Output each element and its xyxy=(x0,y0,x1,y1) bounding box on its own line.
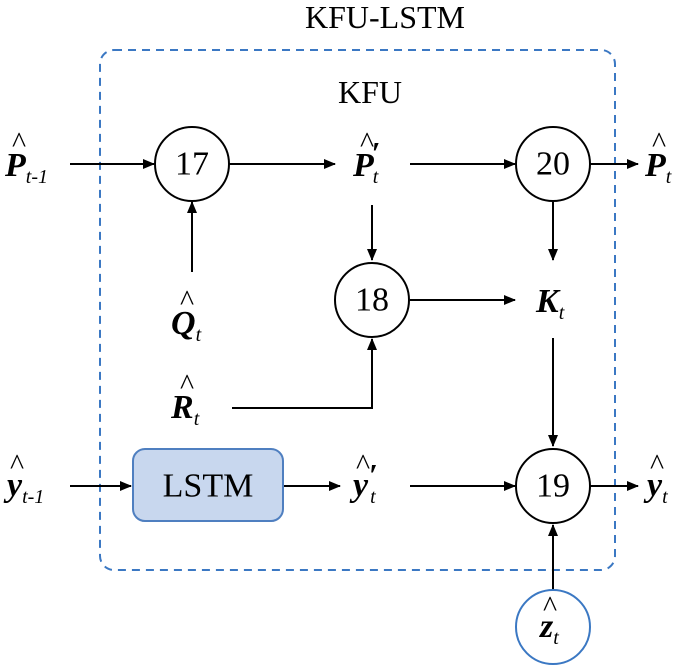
node-17-circle xyxy=(154,126,230,202)
var-y-out-text: yt xyxy=(643,467,668,508)
kfu-region-border xyxy=(99,49,616,571)
var-p-prev-base: P xyxy=(4,147,26,184)
var-p-out-base: P xyxy=(644,147,666,184)
var-y-out: ^ yt xyxy=(643,448,668,508)
edges xyxy=(70,159,639,590)
var-p-prev: ^ Pt-1 xyxy=(4,126,48,188)
edge-r-to-18 xyxy=(232,338,377,409)
var-p-out: ^ Pt xyxy=(644,126,672,188)
var-z-text: zt xyxy=(539,608,559,649)
var-q-hat: ^ xyxy=(180,284,194,317)
var-r-text: Rt xyxy=(170,389,200,430)
var-y-prior-prime: ′ xyxy=(369,457,378,493)
lstm-box xyxy=(132,448,284,522)
var-y-prev-sub: t-1 xyxy=(22,486,44,508)
var-z-base: z xyxy=(539,608,554,645)
var-z-hat: ^ xyxy=(543,590,557,623)
var-p-out-hat: ^ xyxy=(652,126,666,159)
var-y-prev-text: yt-1 xyxy=(3,467,44,508)
var-p-prior-hat: ^ xyxy=(360,126,374,159)
var-y-prev-base: y xyxy=(3,467,23,504)
var-p-prior-sub: t xyxy=(373,166,379,188)
node-19-circle xyxy=(515,448,591,524)
lstm-block: LSTM xyxy=(132,448,284,522)
var-p-prior-base: P xyxy=(352,147,374,184)
var-k-base: K xyxy=(535,283,561,320)
var-y-out-sub: t xyxy=(662,486,668,508)
node-19-label: 19 xyxy=(536,468,570,505)
var-k-sub: t xyxy=(559,302,565,324)
kfu-region-label: KFU xyxy=(338,74,402,110)
var-y-prior-sub: t xyxy=(370,486,376,508)
measurement-node-circle xyxy=(515,589,591,665)
var-p-prior-text: P′t xyxy=(352,135,381,188)
node-20-circle xyxy=(515,126,591,202)
var-p-prior: ^ P′t xyxy=(352,126,381,188)
var-p-out-text: Pt xyxy=(644,147,672,188)
var-y-prior-text: y′t xyxy=(349,457,378,508)
var-p-prior-prime: ′ xyxy=(372,135,381,171)
var-r-sub: t xyxy=(194,408,200,430)
var-r: ^ Rt xyxy=(170,368,200,430)
var-q: ^ Qt xyxy=(171,284,202,346)
diagram-title: KFU-LSTM xyxy=(305,0,465,35)
var-y-prior-hat: ^ xyxy=(356,448,370,481)
equation-node-20: 20 xyxy=(515,126,591,202)
var-k-text: Kt xyxy=(535,283,565,324)
var-y-out-base: y xyxy=(643,467,663,504)
var-p-prev-sub: t-1 xyxy=(26,166,48,188)
node-18-circle xyxy=(334,262,410,338)
var-y-prev-hat: ^ xyxy=(10,448,24,481)
var-r-hat: ^ xyxy=(180,368,194,401)
var-z-sub: t xyxy=(553,627,559,649)
var-q-base: Q xyxy=(171,305,196,342)
var-z: ^ zt xyxy=(539,590,559,649)
var-q-text: Qt xyxy=(171,305,202,346)
equation-node-19: 19 xyxy=(515,448,591,524)
var-y-prior: ^ y′t xyxy=(349,448,378,508)
node-18-label: 18 xyxy=(355,282,389,319)
equation-node-18: 18 xyxy=(334,262,410,338)
var-y-prior-base: y xyxy=(349,467,369,504)
var-y-prev: ^ yt-1 xyxy=(3,448,44,508)
node-20-label: 20 xyxy=(536,146,570,183)
equation-node-17: 17 xyxy=(154,126,230,202)
var-k: Kt xyxy=(535,283,565,324)
var-p-prev-hat: ^ xyxy=(12,126,26,159)
var-p-prev-text: Pt-1 xyxy=(4,147,48,188)
var-y-out-hat: ^ xyxy=(650,448,664,481)
var-r-base: R xyxy=(170,389,194,426)
lstm-label: LSTM xyxy=(163,468,254,505)
node-17-label: 17 xyxy=(175,146,209,183)
var-q-sub: t xyxy=(196,324,202,346)
var-p-out-sub: t xyxy=(666,166,672,188)
